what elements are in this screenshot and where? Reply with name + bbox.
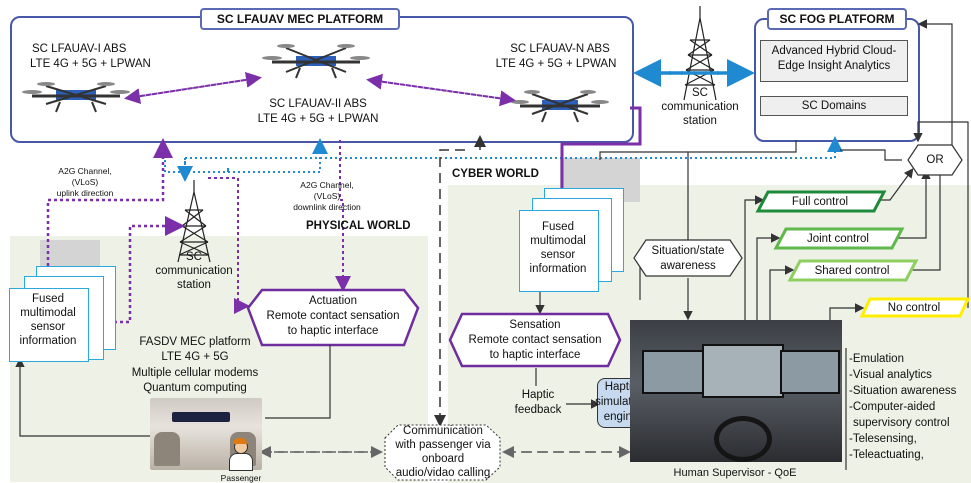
joint-control-label: Joint control: [806, 233, 869, 245]
fused-left-card: [9, 288, 89, 362]
situation-line1: Situation/state: [651, 245, 725, 257]
fasdv-line3: Multiple cellular modems: [131, 367, 259, 379]
capability-item: -Telesensing,: [849, 433, 917, 445]
sensation-line3: to haptic interface: [489, 349, 581, 361]
fused-left-line3: sensor: [30, 321, 66, 333]
left-station-line2: communication: [155, 265, 233, 277]
actuation-line3: to haptic interface: [287, 325, 379, 337]
mec-platform-title: SC LFAUAV MEC PLATFORM: [200, 8, 400, 30]
supervisor-photo: [630, 320, 842, 462]
capability-item: -Emulation: [849, 353, 904, 365]
uav1-name: SC LFAUAV-I ABS: [32, 43, 127, 55]
top-station-line3: station: [683, 115, 717, 127]
fog-analytics-line2: Edge Insight Analytics: [777, 60, 891, 72]
capabilities-list: -Emulation -Visual analytics -Situation …: [849, 351, 956, 463]
fused-right-line2: multimodal: [530, 235, 586, 247]
haptic-feedback-line1: Haptic: [521, 389, 555, 401]
left-station-line3: station: [177, 279, 211, 291]
shared-control-label: Shared control: [814, 265, 890, 277]
cyber-world-label: CYBER WORLD: [452, 168, 539, 180]
passenger-label: Passenger: [220, 473, 262, 483]
communication-line4: audio/vidao calling: [395, 467, 491, 479]
sim-screen-right: [780, 350, 840, 394]
actuation-line2: Remote contact sensation: [266, 310, 400, 322]
fasdv-line1: FASDV MEC platform: [139, 336, 251, 348]
uavn-name: SC LFAUAV-N ABS: [510, 43, 610, 55]
physical-world-label: PHYSICAL WORLD: [306, 220, 411, 232]
a2g-uplink-line3: uplink direction: [56, 188, 114, 198]
capability-item: -Visual analytics: [849, 369, 932, 381]
left-station-line1: SC: [186, 251, 202, 263]
uavn-tech: LTE 4G + 5G + LPWAN: [495, 58, 617, 70]
fused-left-line1: Fused: [32, 293, 64, 305]
uav2-drone-icon: [262, 44, 370, 79]
haptic-feedback-line2: feedback: [514, 404, 562, 416]
or-label: OR: [926, 154, 944, 166]
situation-line2: awareness: [660, 260, 716, 272]
actuation-line1: Actuation: [309, 295, 357, 307]
fog-domains-label: SC Domains: [801, 100, 867, 112]
passenger-icon: [226, 438, 254, 471]
fused-right-line3: sensor: [540, 249, 576, 261]
fog-domains-box: [760, 96, 908, 116]
top-station-line2: communication: [661, 101, 739, 113]
fused-right-card: [519, 210, 599, 292]
dashboard-display: [172, 412, 230, 422]
capability-item: -Situation awareness: [849, 385, 957, 397]
uav2-tech: LTE 4G + 5G + LPWAN: [257, 113, 379, 125]
sim-screen-center: [702, 344, 784, 398]
shared-control-shape: [787, 259, 919, 282]
no-control-shape: [859, 297, 971, 318]
sim-screen-left: [642, 350, 706, 394]
no-control-label: No control: [887, 302, 941, 314]
a2g-downlink-line1: A2G Channel,: [300, 180, 354, 190]
fog-analytics-line1: Advanced Hybrid Cloud-: [771, 45, 897, 57]
top-tower-icon: [683, 6, 717, 101]
capability-item: -Computer-aided: [849, 401, 936, 413]
communication-line2: with passenger via: [395, 439, 491, 451]
steering-wheel-icon: [714, 416, 772, 462]
capability-item: supervisory control: [853, 417, 950, 429]
fused-left-line4: information: [19, 335, 77, 347]
fog-platform-title: SC FOG PLATFORM: [767, 8, 907, 30]
fused-right-line4: information: [529, 263, 587, 275]
fused-left-line2: multimodal: [20, 307, 76, 319]
capability-item: -Teleactuating,: [849, 449, 924, 461]
uav2-name: SC LFAUAV-II ABS: [269, 98, 367, 110]
joint-control-shape: [773, 227, 905, 250]
a2g-downlink-line2: (VLoS): [313, 191, 341, 201]
a2g-uplink-line2: (VLoS): [71, 177, 99, 187]
full-control-label: Full control: [791, 196, 849, 208]
a2g-uplink-line1: A2G Channel,: [58, 166, 112, 176]
communication-line3: onboard: [421, 453, 465, 465]
mec-platform-box: [10, 16, 634, 143]
fog-analytics-box: [760, 40, 908, 82]
uav1-tech: LTE 4G + 5G + LPWAN: [30, 58, 151, 70]
fasdv-line2: LTE 4G + 5G: [161, 351, 229, 363]
fasdv-line4: Quantum computing: [143, 382, 247, 394]
haptic-engine-line1: Haptic: [604, 381, 638, 393]
top-station-line1: SC: [692, 87, 708, 99]
communication-line1: Communication: [403, 425, 483, 437]
haptic-engine-line3: engine: [603, 411, 639, 423]
left-tower-icon: [177, 180, 211, 263]
fused-right-line1: Fused: [542, 221, 574, 233]
sensation-line2: Remote contact sensation: [468, 334, 602, 346]
seat-left: [154, 432, 180, 466]
supervisor-caption: Human Supervisor - QoE: [673, 467, 797, 479]
sensation-line1: Sensation: [509, 319, 561, 331]
a2g-downlink-line3: downlink direction: [293, 202, 361, 212]
full-control-shape: [755, 190, 887, 213]
